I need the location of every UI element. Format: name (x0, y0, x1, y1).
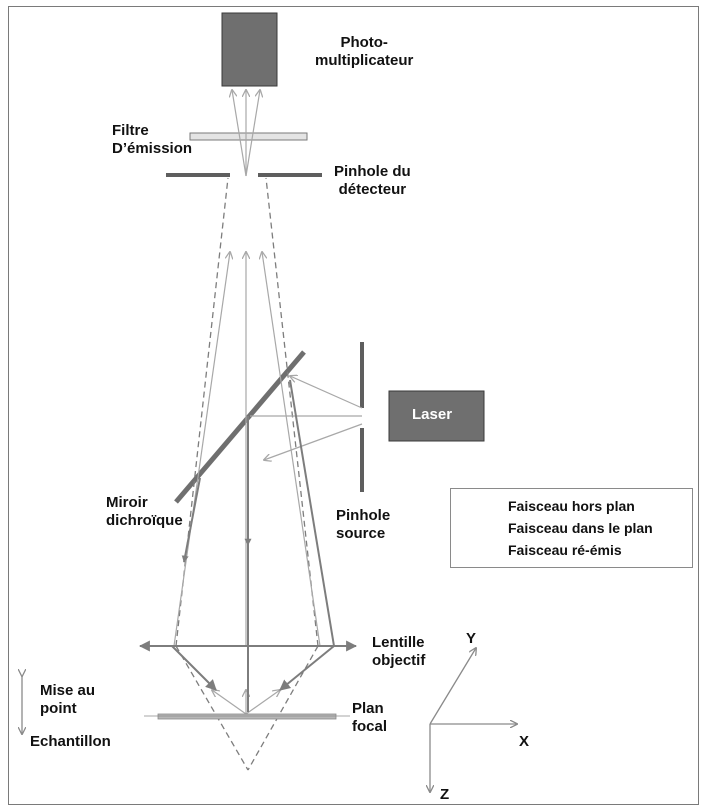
emission-filter (189, 132, 308, 141)
source-pinhole-label: Pinhole source (336, 507, 391, 542)
detector-pinhole-label: Pinhole du détecteur (334, 163, 411, 198)
legend: Faisceau hors plan Faisceau dans le plan… (450, 488, 693, 568)
re-emitted-beams (173, 90, 363, 715)
legend-in-plane: Faisceau dans le plan (508, 520, 653, 536)
legend-re-emitted: Faisceau ré-émis (508, 542, 622, 558)
axes (430, 648, 517, 792)
axis-y-label: Y (466, 630, 477, 647)
photomultiplier-box (221, 12, 278, 87)
dichroic-mirror (174, 350, 306, 504)
laser-box (388, 390, 485, 442)
sample-slide (157, 713, 337, 720)
laser-label: Laser (412, 406, 453, 423)
in-plane-beams (171, 379, 335, 712)
out-of-plane-beams (175, 177, 319, 771)
axis-x-label: X (519, 733, 530, 750)
focal-plane-label: Plan focal (352, 700, 388, 735)
focus-label: Mise au point (40, 682, 96, 717)
objective-lens-label: Lentille objectif (372, 634, 426, 669)
axis-z-label: Z (440, 786, 450, 803)
photomultiplier-label: Photo- multiplicateur (315, 34, 414, 69)
sample-label: Echantillon (30, 733, 111, 750)
legend-out-of-plane: Faisceau hors plan (508, 498, 635, 514)
diagram-frame (8, 6, 699, 805)
dichroic-mirror-label: Miroir dichroïque (106, 494, 183, 529)
emission-filter-label: Filtre D’émission (112, 122, 193, 157)
